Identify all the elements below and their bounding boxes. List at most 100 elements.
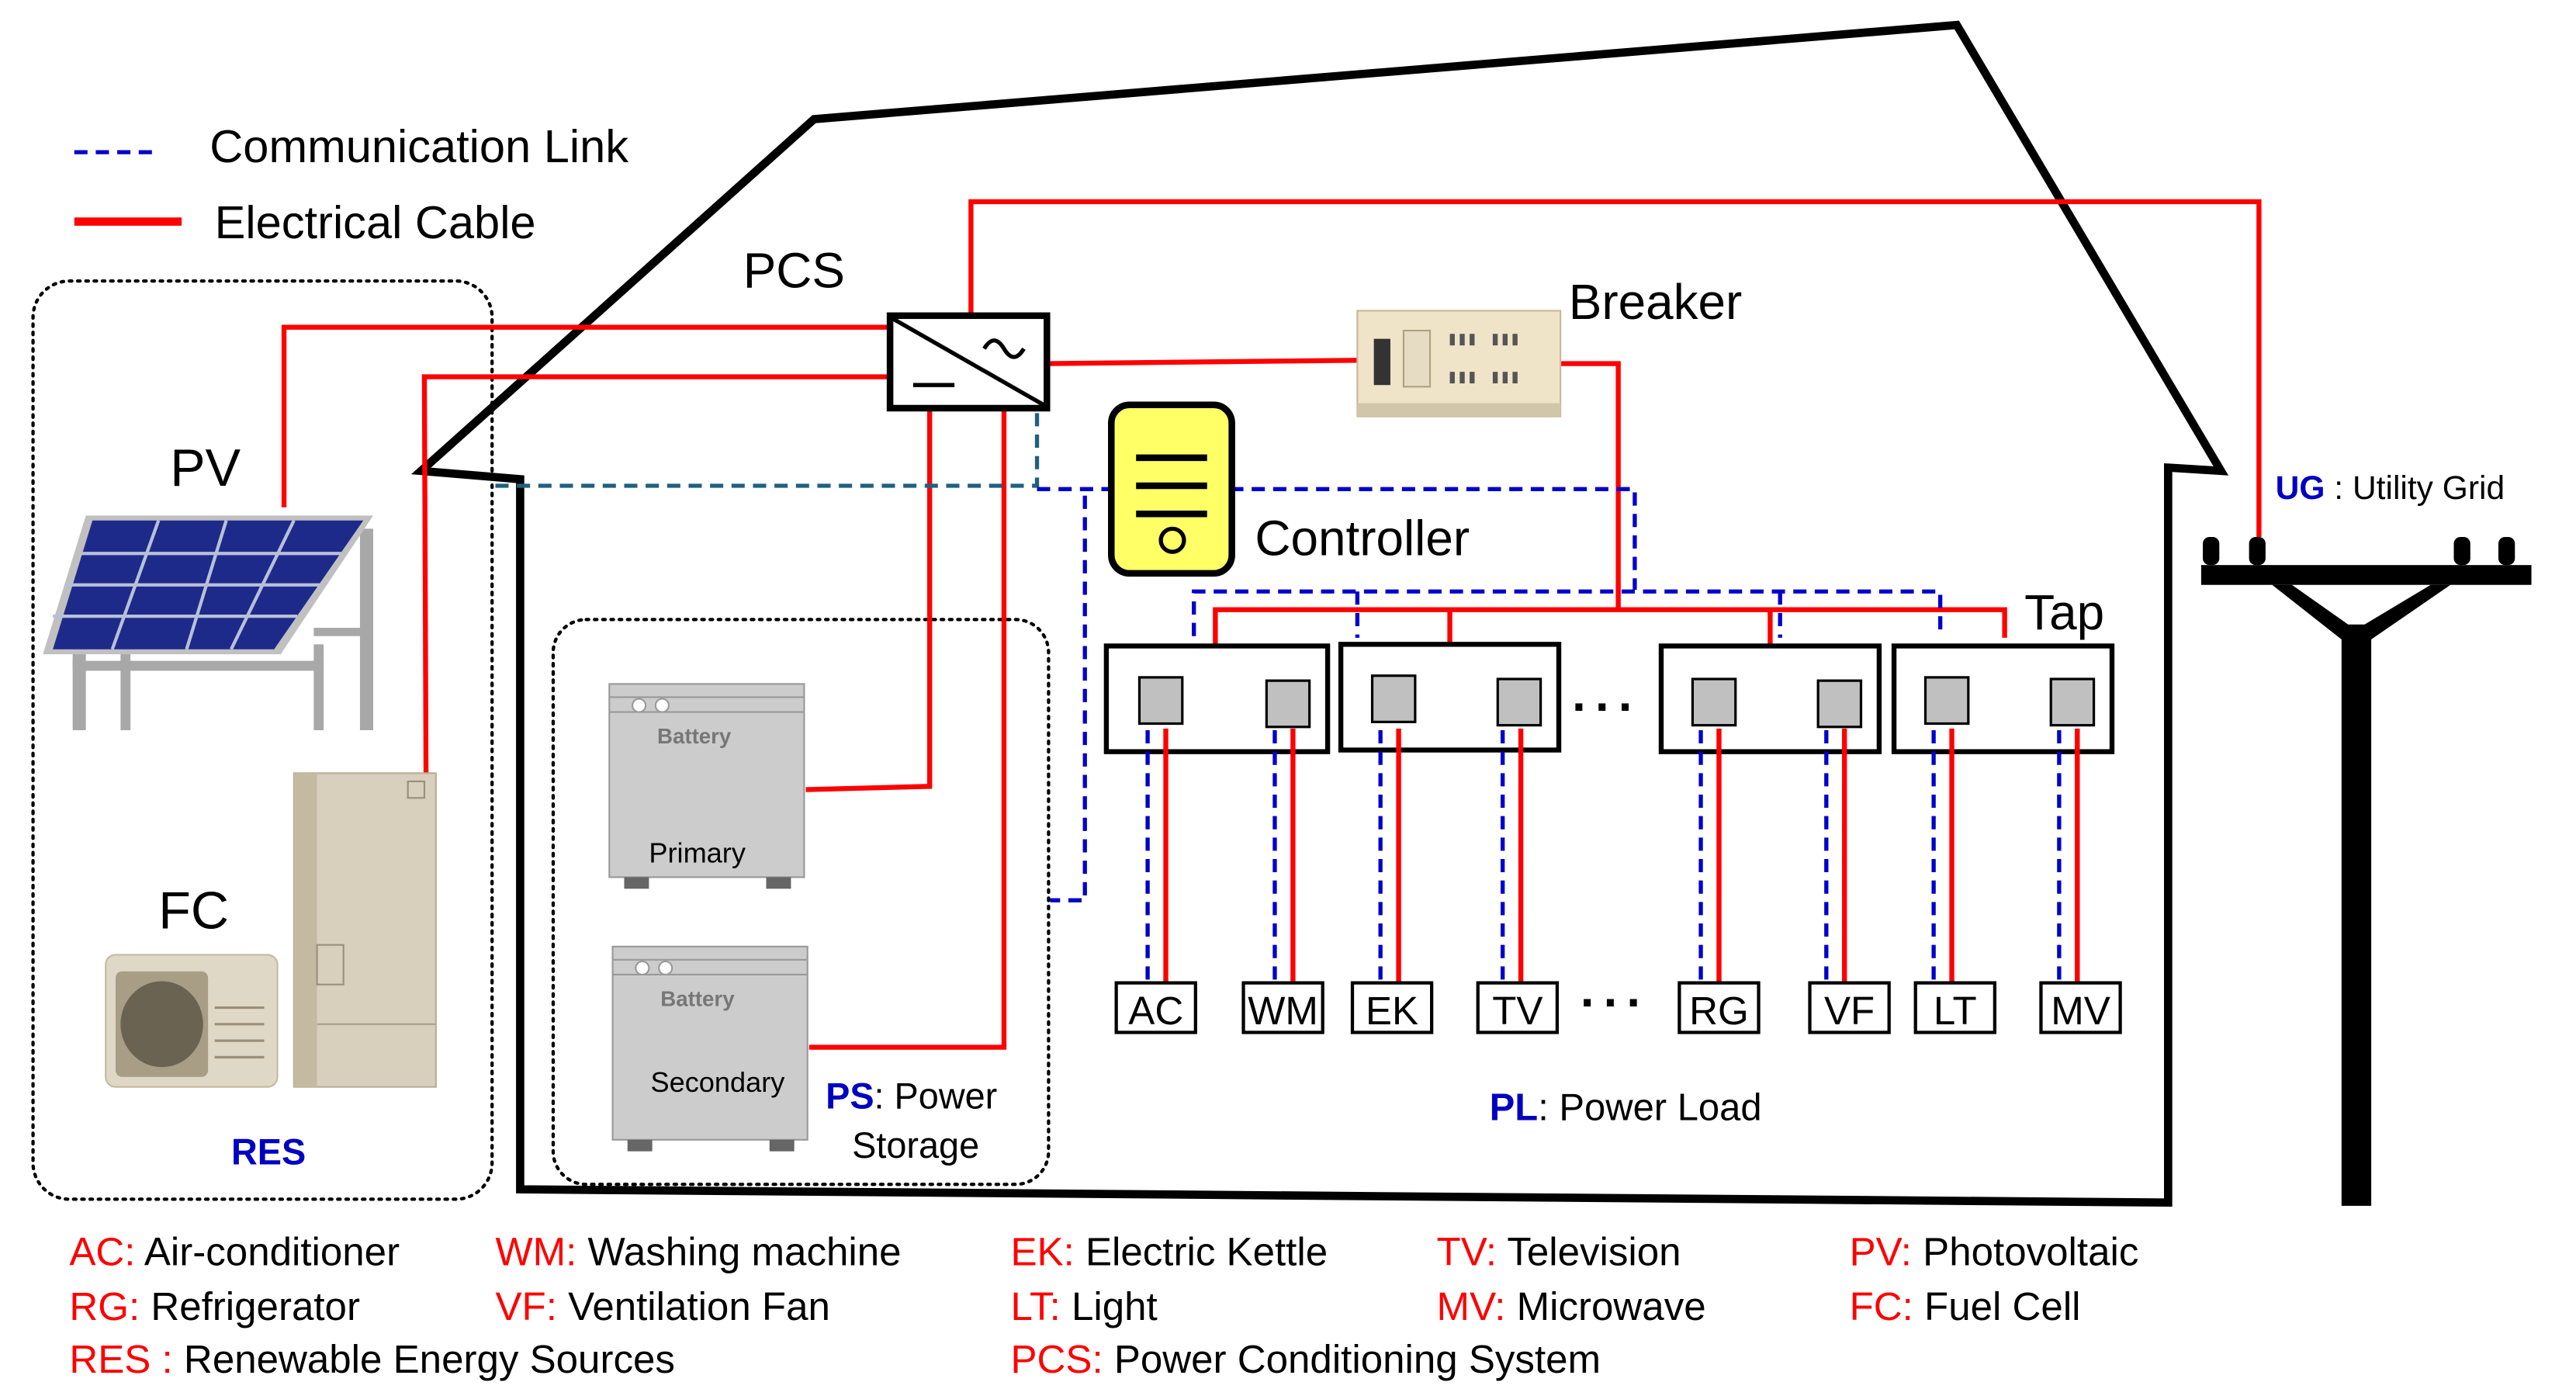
legend-communication-label: Communication Link: [209, 120, 628, 172]
outlet-socket: [1137, 676, 1184, 726]
abbreviation-meaning: Power Conditioning System: [1103, 1337, 1601, 1381]
battery-primary: Battery Primary: [608, 683, 805, 889]
comm-controller-bus: [1037, 487, 1637, 591]
comm-controller-ps: [1050, 495, 1087, 902]
ps-text-2: Storage: [852, 1125, 979, 1166]
abbreviation-meaning: Ventilation Fan: [557, 1284, 830, 1328]
abbreviation-entry: AC: Air-conditioner: [69, 1230, 400, 1274]
load-rg: RG: [1678, 981, 1761, 1034]
battery-secondary-label: Secondary: [651, 1066, 785, 1098]
load-label: TV: [1492, 989, 1542, 1033]
load-vf: VF: [1808, 981, 1891, 1034]
abbreviation-entry: LT: Light: [1010, 1284, 1157, 1328]
insulator-icon: [2498, 537, 2515, 566]
abbreviation-code: TV:: [1437, 1230, 1497, 1274]
outlet-socket: [1496, 677, 1542, 727]
tap-strip: [1338, 642, 1562, 753]
load-label: RG: [1689, 989, 1749, 1033]
ug-text: : Utility Grid: [2325, 469, 2505, 507]
cable-pcs-primary: [805, 408, 933, 792]
load-label: VF: [1824, 989, 1875, 1033]
outlet-socket: [1691, 677, 1737, 727]
abbreviation-meaning: Renewable Energy Sources: [173, 1337, 675, 1381]
abbreviation-code: RG:: [69, 1284, 140, 1328]
abbreviation-code: AC:: [69, 1230, 135, 1274]
pl-text: : Power Load: [1538, 1086, 1761, 1128]
abbreviation-meaning: Washing machine: [576, 1230, 901, 1274]
outlet-socket: [2049, 677, 2096, 727]
abbreviation-entry: PCS: Power Conditioning System: [1010, 1337, 1601, 1381]
fc-cabinet: [293, 772, 437, 1088]
load-box: [1476, 981, 1560, 1034]
abbreviation-meaning: Photovoltaic: [1912, 1230, 2138, 1274]
load-tv: TV: [1476, 981, 1560, 1034]
abbreviation-meaning: Fuel Cell: [1913, 1284, 2081, 1328]
abbreviation-entry: RG: Refrigerator: [69, 1284, 360, 1328]
load-box: [1350, 981, 1434, 1034]
load-box: [1241, 981, 1324, 1034]
load-label: LT: [1934, 989, 1977, 1033]
abbreviation-code: WM:: [495, 1230, 576, 1274]
load-box: [1808, 981, 1891, 1034]
controller-label: Controller: [1255, 510, 1470, 566]
pcs-label: PCS: [743, 243, 845, 299]
pl-label: PL: Power Load: [1490, 1086, 1762, 1128]
cable-pv-pcs: [281, 324, 892, 507]
load-box: [1913, 981, 1996, 1034]
cable-fc-pcs: [421, 374, 892, 777]
abbreviation-meaning: Television: [1497, 1230, 1681, 1274]
ps-group-box: [551, 618, 1051, 1186]
pcs-diagonal: [892, 317, 1045, 407]
battery-secondary-tag: Battery: [660, 986, 735, 1010]
abbreviation-entry: WM: Washing machine: [495, 1230, 901, 1274]
load-ac: AC: [1114, 981, 1197, 1034]
fuel-cell-unit: FC RES: [95, 772, 440, 1173]
ug-label: UG : Utility Grid: [2276, 469, 2505, 507]
electrical-cables: [281, 199, 2262, 1050]
utility-grid-pole: UG : Utility Grid: [2200, 469, 2532, 1206]
abbreviation-meaning: Microwave: [1505, 1284, 1705, 1328]
ps-label: PS: Power Storage: [826, 1076, 997, 1166]
load-ek: EK: [1350, 981, 1434, 1034]
breaker-main-switch: [1373, 338, 1390, 386]
battery-primary-tag: Battery: [657, 724, 732, 748]
fc-label: FC: [158, 881, 229, 940]
insulator-icon: [2249, 537, 2266, 566]
res-label: RES: [231, 1132, 306, 1173]
abbreviation-entry: RES : Renewable Energy Sources: [69, 1337, 675, 1381]
load-wm: WM: [1241, 981, 1324, 1034]
load-label: MV: [2051, 989, 2110, 1033]
pcs-converter: PCS: [743, 243, 1051, 412]
breaker-elb: [1402, 329, 1432, 388]
insulator-icon: [2203, 537, 2220, 566]
cable-pcs-secondary: [808, 408, 1007, 1050]
abbreviation-code: PCS:: [1010, 1337, 1103, 1381]
outlet-socket: [1923, 676, 1970, 726]
breaker-box: [1356, 310, 1562, 417]
abbreviation-legend: AC: Air-conditioner WM: Washing machine EK…: [69, 1230, 2138, 1381]
legend-electrical-label: Electrical Cable: [215, 196, 536, 248]
battery-secondary: Battery Secondary: [611, 945, 808, 1152]
svg-text:PS: Power: PS: Power: [826, 1076, 997, 1116]
comm-tap-bus: [1192, 589, 1943, 636]
communication-links: [495, 413, 1943, 902]
outlet-socket: [1265, 679, 1311, 729]
abbreviation-entry: TV: Television: [1437, 1230, 1681, 1274]
house-outline: [410, 20, 2229, 1207]
power-loads: AC WM EK TV RG VF LT MV: [1114, 981, 2122, 1034]
ps-text: : Power: [874, 1076, 998, 1116]
abbreviation-code: PV:: [1850, 1230, 1912, 1274]
fan-icon: [120, 981, 203, 1068]
abbreviation-code: LT:: [1010, 1284, 1060, 1328]
abbreviation-entry: MV: Microwave: [1437, 1284, 1706, 1328]
outlet-socket: [1816, 679, 1863, 729]
load-lt: LT: [1913, 981, 1996, 1034]
abbreviation-code: EK:: [1010, 1230, 1074, 1274]
load-box: [1678, 981, 1761, 1034]
load-connections: [1145, 728, 2080, 983]
abbreviation-meaning: Air-conditioner: [136, 1230, 400, 1274]
abbreviation-code: FC:: [1850, 1284, 1913, 1328]
legend: Communication Link Electrical Cable: [74, 120, 628, 248]
load-box: [1114, 981, 1197, 1034]
